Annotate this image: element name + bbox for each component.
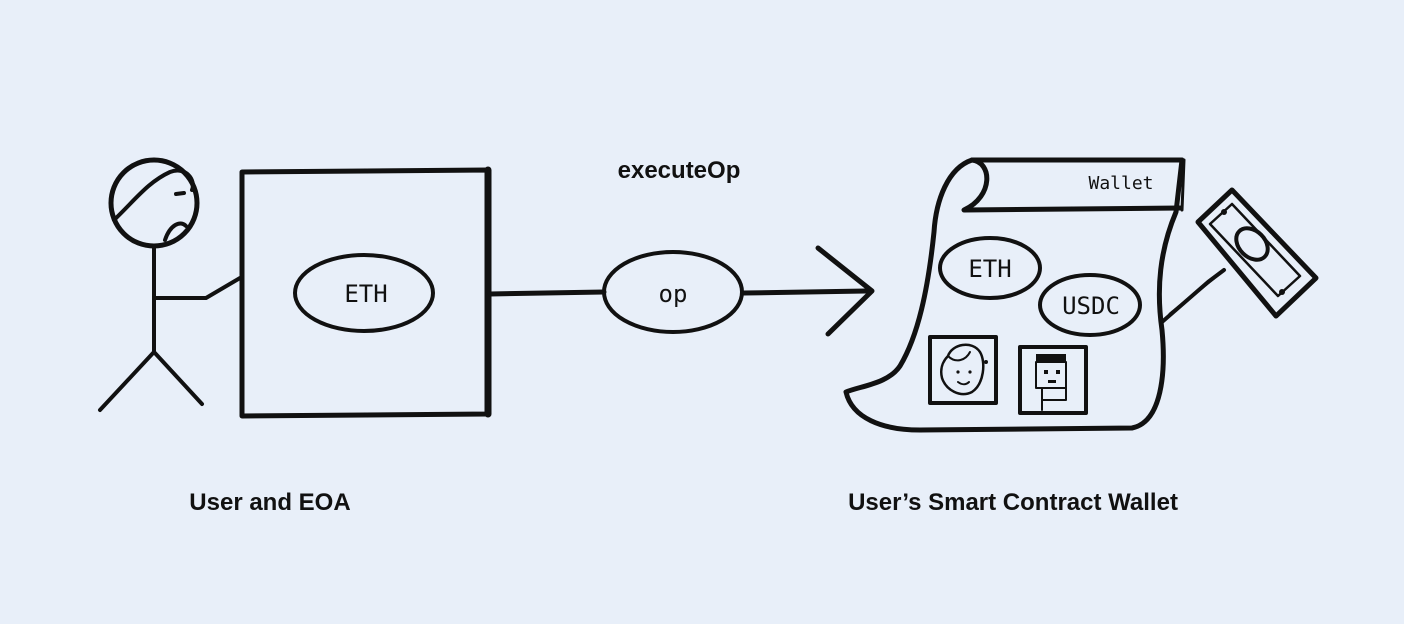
user-eye bbox=[174, 191, 186, 196]
eoa-eth-token-ellipse bbox=[293, 253, 435, 333]
nft-pixel-character-icon bbox=[1018, 345, 1088, 415]
user-and-eoa-label: User and EOA bbox=[189, 489, 350, 516]
arrow-shaft-left bbox=[487, 289, 607, 297]
execute-op-label: executeOp bbox=[618, 157, 741, 184]
eoa-box: ETH bbox=[239, 166, 492, 419]
user-arm bbox=[152, 276, 242, 300]
user-hair bbox=[112, 168, 195, 222]
wallet-usdc-token-label: USDC bbox=[1062, 292, 1120, 320]
arrow-head bbox=[815, 245, 875, 337]
wallet-usdc-token-ellipse bbox=[1038, 273, 1142, 337]
cash-bill-outline bbox=[1195, 187, 1319, 319]
smart-contract-wallet-label: User’s Smart Contract Wallet bbox=[848, 489, 1178, 516]
op-label: op bbox=[659, 280, 688, 308]
op-ellipse bbox=[602, 250, 744, 334]
wallet-title: Wallet bbox=[1088, 173, 1153, 194]
user-right-leg bbox=[152, 350, 204, 406]
cash-bill-icon bbox=[1160, 187, 1319, 324]
user-figure bbox=[98, 157, 242, 412]
wallet-eth-token-ellipse bbox=[938, 236, 1042, 300]
wallet-scroll-curl bbox=[961, 157, 1183, 213]
arrow-shaft-right bbox=[741, 288, 869, 296]
nft-portrait-icon bbox=[928, 335, 998, 405]
user-mouth bbox=[163, 221, 188, 242]
eoa-eth-token-label: ETH bbox=[344, 280, 387, 308]
wallet-eth-token-label: ETH bbox=[968, 255, 1011, 283]
execute-op-arrow: op executeOp bbox=[487, 157, 875, 337]
smart-contract-wallet: Wallet ETH USDC bbox=[843, 157, 1319, 433]
user-left-leg bbox=[98, 350, 156, 412]
